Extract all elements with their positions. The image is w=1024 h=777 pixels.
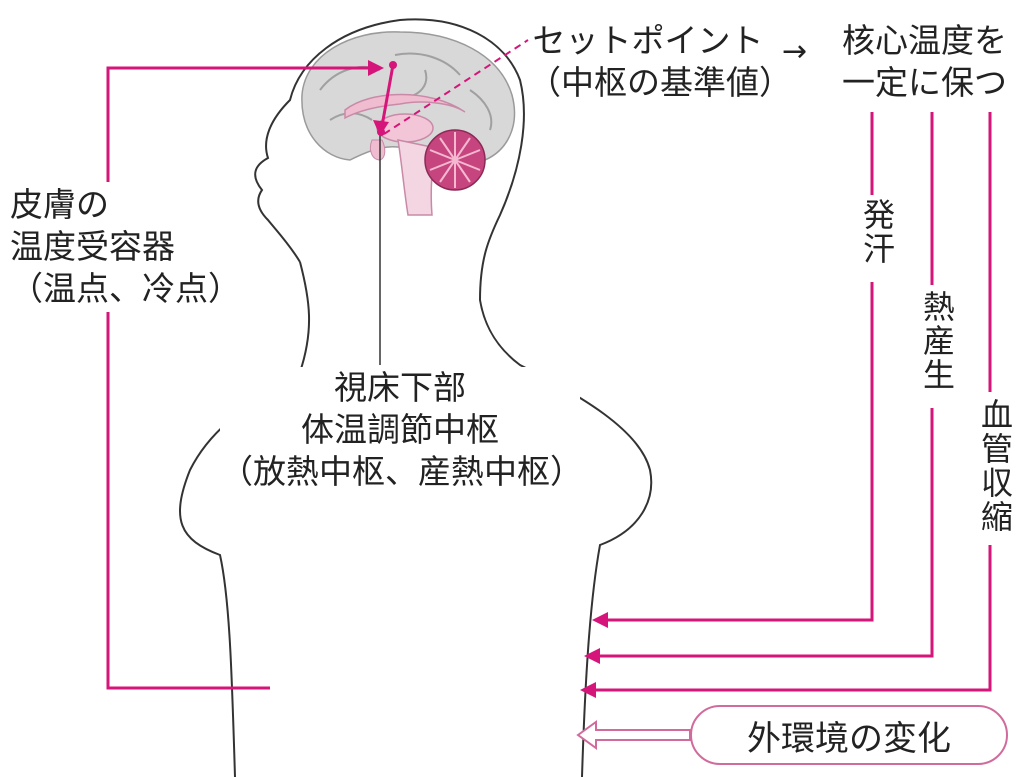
hypothalamus-line-3: （放熱中枢、産熱中枢） xyxy=(220,452,583,491)
external-change-arrow xyxy=(576,720,691,750)
core-temp-line-1: 核心温度を xyxy=(842,21,1007,60)
skin-receptor-line-1: 皮膚の xyxy=(10,185,109,224)
cerebellum-folds xyxy=(429,132,481,188)
right-arrow-glyph: → xyxy=(782,34,808,69)
vasoconstriction-line-lower xyxy=(594,545,992,692)
hypothalamus-line-2: 体温調節中枢 xyxy=(301,410,499,449)
receptor-pathway-line xyxy=(106,66,372,690)
vasoconstriction-arrowhead xyxy=(580,682,596,698)
head-outline xyxy=(254,18,653,777)
core-temperature-label: 核心温度を 一定に保つ xyxy=(842,20,1007,104)
set-point-dashed-line xyxy=(383,39,529,135)
external-change-label: 外環境の変化 xyxy=(747,718,951,759)
skin-receptor-label: 皮膚の 温度受容器 （温点、冷点） xyxy=(6,182,245,312)
set-point-label: セットポイント （中枢の基準値） xyxy=(528,20,792,104)
hypothalamus-line-1: 視床下部 xyxy=(334,368,466,407)
heat-production-arrowhead xyxy=(584,648,600,664)
external-change-box: 外環境の変化 xyxy=(690,705,1008,765)
thalamus xyxy=(376,113,434,143)
brain-illustration xyxy=(301,31,516,216)
brain-folds xyxy=(319,52,493,131)
set-point-arrow-line xyxy=(380,64,395,127)
hypothalamus-dot xyxy=(377,128,385,136)
hypothalamus-label: 視床下部 体温調節中枢 （放熱中枢、産熱中枢） xyxy=(220,367,583,493)
vasoconstriction-label: 血管収縮 xyxy=(972,398,1018,534)
skin-receptor-line-2: 温度受容器 xyxy=(10,227,175,266)
set-point-line-1: セットポイント xyxy=(532,21,764,60)
pituitary xyxy=(369,139,386,161)
heat-production-label: 熱産生 xyxy=(914,290,960,392)
skin-receptor-line-3: （温点、冷点） xyxy=(10,269,241,308)
sweating-arrowhead xyxy=(592,612,608,628)
set-point-line-2: （中枢の基準値） xyxy=(528,63,792,102)
receptor-arrowhead xyxy=(368,60,384,76)
body-silhouette xyxy=(179,261,311,777)
heat-production-line-lower xyxy=(598,408,934,658)
sweating-label: 発汗 xyxy=(854,198,900,266)
core-temp-line-2: 一定に保つ xyxy=(842,63,1007,102)
sweating-line-lower xyxy=(606,282,874,622)
